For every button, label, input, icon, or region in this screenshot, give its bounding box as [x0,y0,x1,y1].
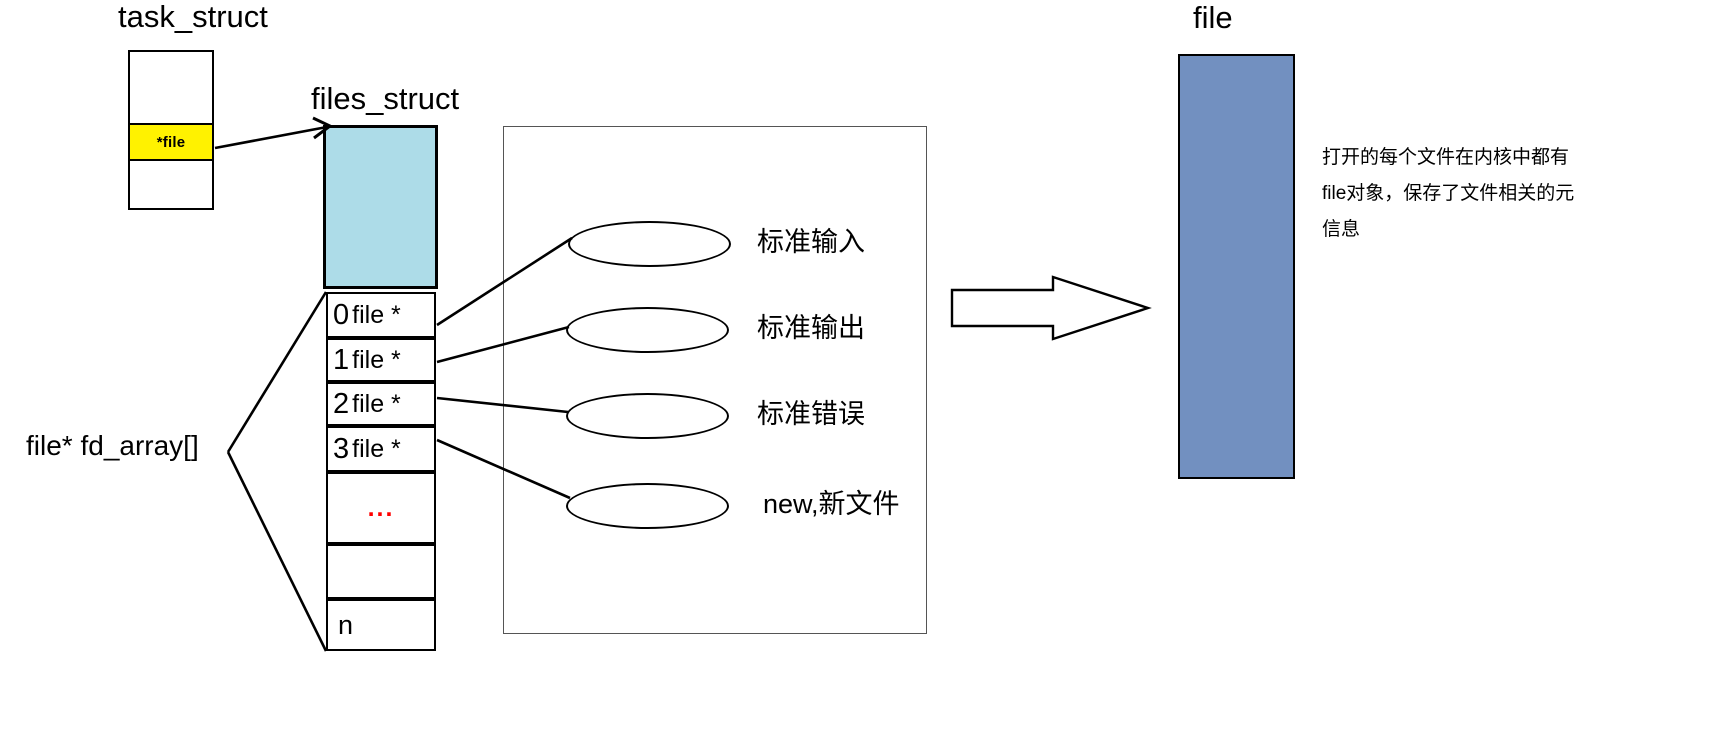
fd-array-cell-0-value: file * [352,300,401,329]
fd-array-cell-0: 0 file * [326,292,436,338]
fd-array-cell-3: 3 file * [326,426,436,472]
task-struct-row-empty-bottom [130,161,212,209]
target-ellipse-new-file [566,483,729,529]
file-object-box [1178,54,1295,479]
arrow-task-struct-to-files-struct [214,116,333,150]
fd-array-cell-1-value: file * [352,345,401,374]
fd-array-cell-1: 1 file * [326,338,436,382]
target-ellipse-stdout [566,307,729,353]
fd-array-cell-ellipsis: ... [326,472,436,544]
target-label-stdin: 标准输入 [757,227,865,257]
task-struct-file-pointer-label: *file [156,133,186,151]
fd-array-brace [226,291,328,652]
fd-array-ellipsis-label: ... [367,493,395,522]
target-ellipse-stdin [568,221,731,267]
fd-array-cell-blank [326,544,436,599]
fd-array-cell-3-value: file * [352,434,401,463]
fd-array-cell-3-index: 3 [333,432,350,465]
target-label-stderr: 标准错误 [757,399,865,429]
fd-array-cell-n: n [326,599,436,651]
fd-array-cell-n-index: n [338,609,354,640]
task-struct-title: task_struct [118,0,268,34]
fd-array-cell-2-value: file * [352,389,401,418]
target-ellipse-stderr [566,393,729,439]
task-struct-row-file-pointer: *file [130,125,212,161]
target-label-new-file: new,新文件 [763,489,900,519]
files-struct-title: files_struct [311,81,460,116]
task-struct-row-empty-top [130,52,212,125]
block-arrow-right [950,275,1152,341]
targets-panel-frame [503,126,927,634]
fd-array-cell-2-index: 2 [333,387,350,420]
fd-array-cell-1-index: 1 [333,343,350,376]
files-struct-header-box [323,125,438,289]
fd-array-cell-2: 2 file * [326,382,436,426]
fd-array-cell-0-index: 0 [333,298,350,331]
file-object-annotation: 打开的每个文件在内核中都有file对象，保存了文件相关的元信息 [1322,147,1575,240]
task-struct-box: *file [128,50,214,210]
file-object-title: file [1193,0,1233,35]
target-label-stdout: 标准输出 [757,313,865,343]
fd-array-label: file* fd_array[] [26,430,199,461]
